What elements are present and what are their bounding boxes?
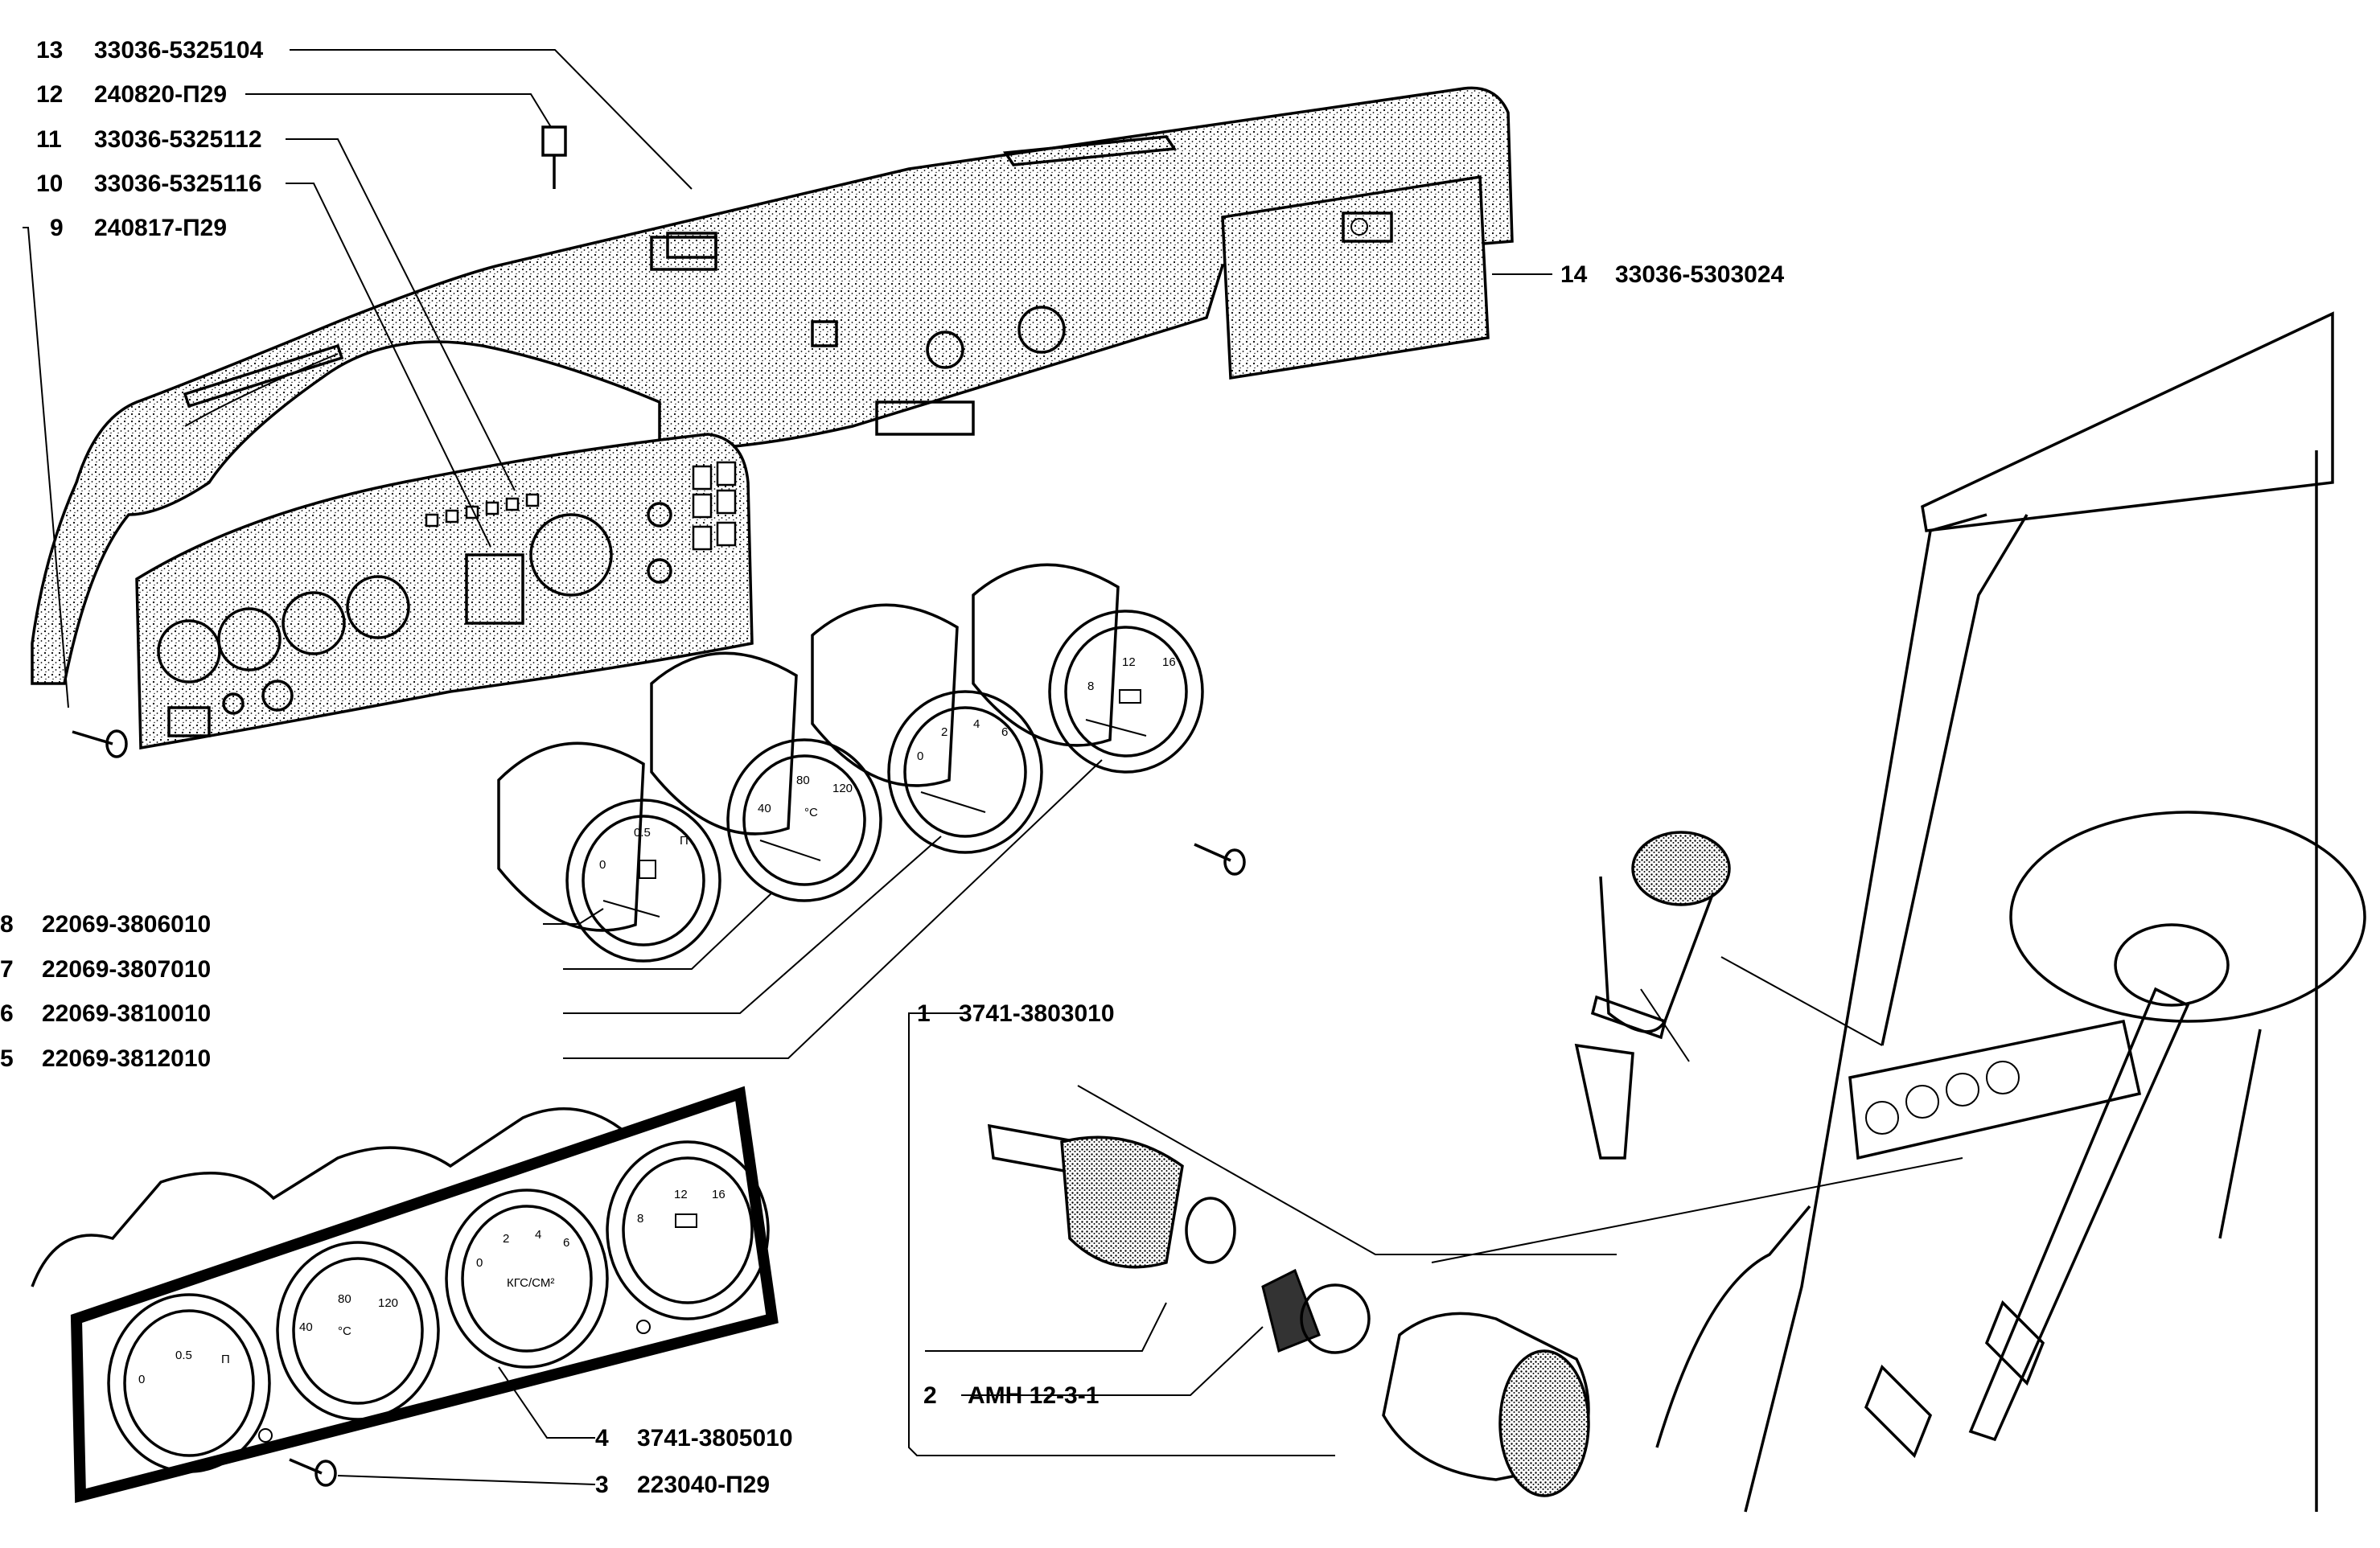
callout-14: 14 33036-5303024 [1560,261,1785,288]
callout-1: 1 3741-3803010 [917,1000,1115,1027]
battery-icon [1119,689,1141,704]
callout-13: 13 33036-5325104 [36,37,264,64]
callout-3: 3 223040-П29 [595,1472,770,1498]
cluster-oil-2: 2 [503,1232,509,1246]
cluster-temp-80: 80 [338,1292,351,1306]
cluster-volt-16: 16 [712,1188,726,1201]
callout-14-num: 14 [1560,261,1588,288]
callout-3-num: 3 [595,1472,609,1498]
screw-3 [289,1458,337,1487]
cluster-fuel-full: П [221,1353,230,1366]
cluster-oil-6: 6 [563,1236,569,1250]
screw-9 [72,729,128,758]
callout-11-num: 11 [36,126,62,153]
callout-1-code: 3741-3803010 [959,1000,1115,1027]
callout-2-code: АМН 12-3-1 [968,1382,1099,1409]
callout-12: 12 240820-П29 [36,81,227,108]
instrument-cluster: 0 0.5 П 40 80 120 °C 0 2 4 6 КГС/СМ² 8 1… [31,1086,779,1503]
callout-5-num: 5 [0,1045,14,1072]
cab-interior [1655,311,2366,1513]
cluster-volt-8: 8 [637,1212,643,1226]
volt-scale-16: 16 [1162,655,1176,669]
temp-scale-80: 80 [796,774,810,787]
cluster-fuel-0: 0 [138,1373,145,1386]
callout-4-num: 4 [595,1425,609,1452]
callout-10: 10 33036-5325116 [36,170,262,197]
callout-1-num: 1 [917,1000,931,1027]
cluster-oil-4: 4 [535,1228,541,1242]
callout-4-code: 3741-3805010 [637,1425,793,1452]
callout-9: 9 240817-П29 [50,215,227,241]
callout-7-num: 7 [0,956,14,983]
callout-6: 6 22069-3810010 [0,1000,211,1027]
oil-scale-4: 4 [973,717,980,731]
callout-12-code: 240820-П29 [94,81,227,108]
instrument-subpanel [135,433,754,750]
gauge-voltmeter: 8 12 16 [972,563,1204,774]
callout-14-code: 33036-5303024 [1615,261,1785,288]
cluster-temp-unit: °C [338,1324,351,1338]
warning-lamp-exploded [987,1123,1590,1497]
callout-11-code: 33036-5325112 [94,126,262,153]
callout-5-code: 22069-3812010 [42,1045,211,1072]
callout-4: 4 3741-3805010 [595,1425,793,1452]
cluster-temp-120: 120 [378,1296,398,1310]
callout-13-num: 13 [36,37,63,64]
leader-lines [23,49,1963,1485]
temp-scale-120: 120 [832,782,853,795]
callout-12-num: 12 [36,81,63,108]
oil-scale-0: 0 [917,749,923,763]
callout-6-num: 6 [0,1000,14,1027]
callout-8-code: 22069-3806010 [42,911,211,938]
callout-7-code: 22069-3807010 [42,956,211,983]
gauge-temp: 40 80 120 °C [650,651,882,902]
cluster-volt-12: 12 [674,1188,688,1201]
callout-9-num: 9 [50,215,64,241]
callout-13-code: 33036-5325104 [94,37,264,64]
fuel-icon [639,860,656,879]
callout-10-code: 33036-5325116 [94,170,262,197]
callout-2-num: 2 [923,1382,937,1409]
cluster-oil-unit: КГС/СМ² [507,1276,554,1290]
warning-lamp-assembled [1574,831,1731,1160]
temp-unit: °C [804,806,818,819]
oil-scale-6: 6 [1001,725,1008,739]
fuel-scale-full: П [680,834,689,848]
callout-9-code: 240817-П29 [94,215,227,241]
fuel-scale-0: 0 [599,858,606,872]
callout-11: 11 33036-5325112 [36,126,262,153]
cluster-fuel-mid: 0.5 [175,1349,192,1362]
cluster-temp-40: 40 [299,1320,313,1334]
screw-gauges [1194,843,1246,876]
fuel-scale-mid: 0.5 [634,826,651,840]
callout-8: 8 22069-3806010 [0,911,211,938]
callout-3-code: 223040-П29 [637,1472,770,1498]
callout-2: 2 АМН 12-3-1 [923,1382,1099,1409]
volt-scale-8: 8 [1087,680,1094,693]
gauge-fuel: 0 0.5 П [497,741,721,963]
callout-7: 7 22069-3807010 [0,956,211,983]
temp-scale-40: 40 [758,802,771,815]
gauge-oil: 0 2 4 6 [811,603,1043,854]
callout-5: 5 22069-3812010 [0,1045,211,1072]
callout-10-num: 10 [36,170,63,197]
callout-8-num: 8 [0,911,14,938]
dashboard-panel [31,86,1514,685]
callout-6-code: 22069-3810010 [42,1000,211,1027]
cluster-oil-0: 0 [476,1256,483,1270]
screw-12 [541,125,567,189]
volt-scale-12: 12 [1122,655,1136,669]
oil-scale-2: 2 [941,725,947,739]
